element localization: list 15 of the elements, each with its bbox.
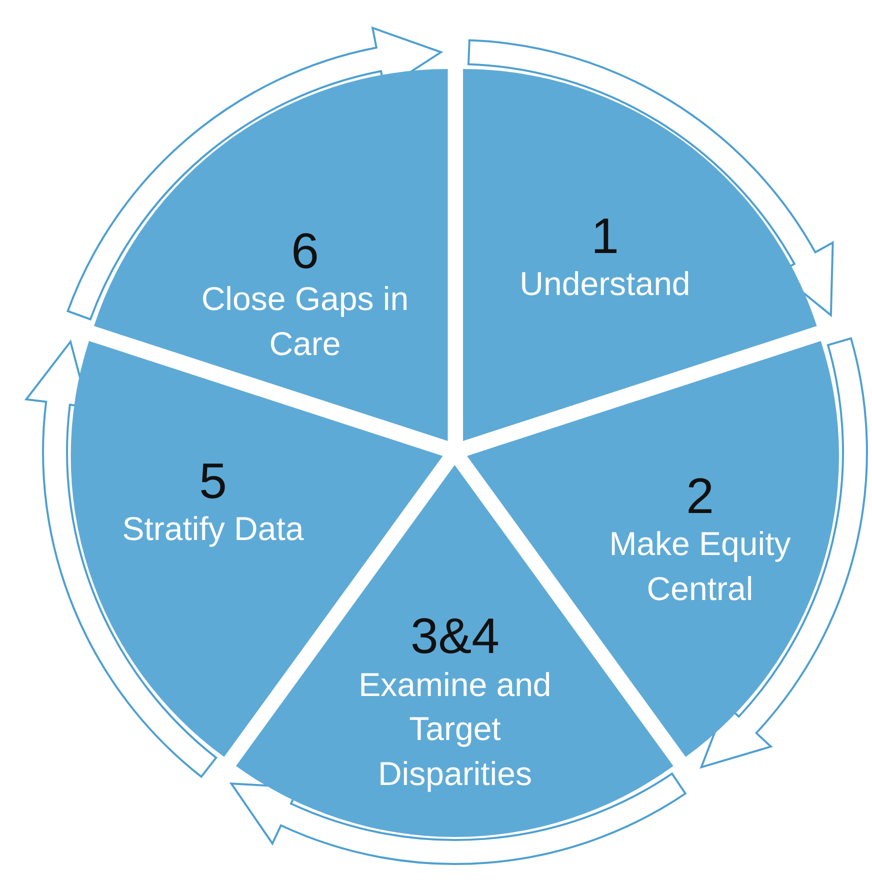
curved-arrow xyxy=(25,340,218,778)
step-number: 2 xyxy=(686,470,714,522)
step-label: Understand xyxy=(520,264,690,304)
step-number: 3&4 xyxy=(410,610,500,662)
curved-arrow xyxy=(66,26,442,320)
step-number: 6 xyxy=(291,224,319,278)
curved-arrow xyxy=(230,772,686,864)
step-label: Examine and Target Disparities xyxy=(358,664,552,794)
step-label: Make Equity Central xyxy=(608,524,792,610)
step-label: Close Gaps in Care xyxy=(200,279,410,364)
curved-arrow xyxy=(468,39,834,316)
step-number: 5 xyxy=(199,454,227,508)
step-number: 1 xyxy=(591,210,619,262)
curved-arrow xyxy=(700,337,868,768)
step-label: Stratify Data xyxy=(122,509,304,550)
